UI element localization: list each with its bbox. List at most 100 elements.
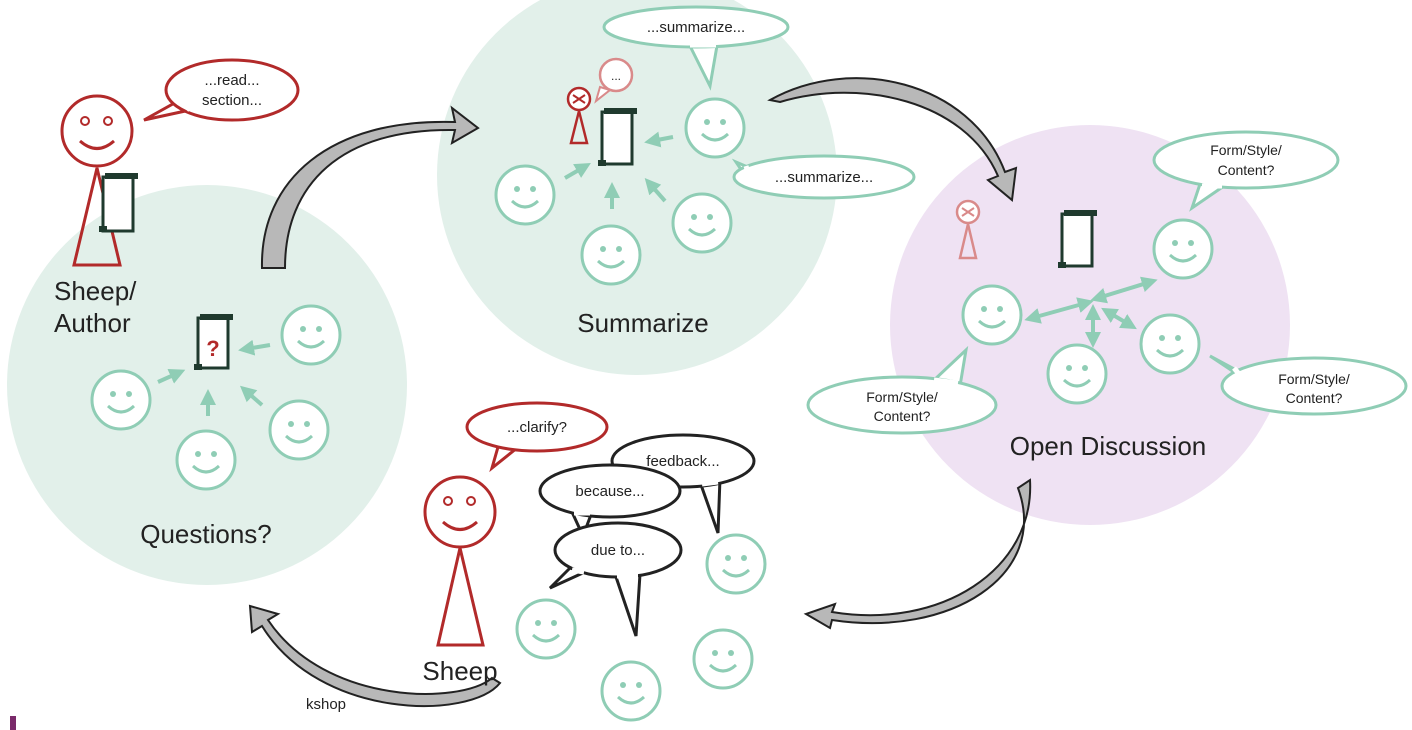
face-smile bbox=[284, 434, 314, 444]
form-left-bubble-text-1: Form/Style/ bbox=[866, 389, 938, 405]
because-bubble bbox=[538, 463, 682, 540]
face-eye bbox=[636, 682, 642, 688]
face-eye bbox=[1159, 335, 1165, 341]
sheep-author-label-2: Author bbox=[54, 308, 131, 338]
question-document-icon bbox=[194, 314, 233, 370]
sheep-label: Sheep bbox=[422, 656, 497, 686]
silenced-bubble bbox=[594, 57, 634, 104]
arrow-summarize-to-discussion bbox=[767, 77, 1018, 202]
muted-author-figure bbox=[566, 86, 592, 145]
summarize-right-bubble-text: ...summarize... bbox=[775, 169, 873, 186]
face-eye bbox=[704, 119, 710, 125]
face-eye bbox=[707, 214, 713, 220]
discussion-arrows bbox=[1024, 276, 1158, 348]
face-smile bbox=[616, 695, 646, 705]
summarize-top-bubble-text: ...summarize... bbox=[647, 19, 745, 36]
because-bubble-text: because... bbox=[575, 483, 644, 500]
face-smile bbox=[106, 404, 136, 414]
face-eye bbox=[616, 246, 622, 252]
clarify-bubble-text: ...clarify? bbox=[507, 419, 567, 436]
summarize-right-bubble bbox=[731, 154, 916, 200]
sheep-author-label-1: Sheep/ bbox=[54, 276, 137, 306]
face-eye bbox=[981, 306, 987, 312]
face-smile bbox=[708, 663, 738, 673]
face-smile bbox=[191, 464, 221, 474]
author-document-icon bbox=[99, 173, 138, 233]
face-smile bbox=[700, 132, 730, 142]
face-smile bbox=[1168, 253, 1198, 263]
form-right-bubble-text-2: Content? bbox=[1286, 390, 1343, 406]
face-smile bbox=[1062, 378, 1092, 388]
face-eye bbox=[126, 391, 132, 397]
face-eye bbox=[600, 246, 606, 252]
form-left-bubble-text-2: Content? bbox=[874, 408, 931, 424]
form-top-bubble-text-1: Form/Style/ bbox=[1210, 142, 1282, 158]
questions-label: Questions? bbox=[140, 519, 272, 549]
arrow-discussion-to-sheep bbox=[803, 478, 1032, 630]
face-eye bbox=[551, 620, 557, 626]
faded-author-figure bbox=[955, 199, 981, 260]
face-smile bbox=[531, 633, 561, 643]
discussion-peer-faces bbox=[961, 218, 1214, 405]
form-right-bubble bbox=[1209, 354, 1408, 416]
feedback-bubble-text: feedback... bbox=[646, 453, 719, 470]
face-eye bbox=[535, 620, 541, 626]
read-bubble-text-2: section... bbox=[202, 92, 262, 109]
face-eye bbox=[725, 555, 731, 561]
face-eye bbox=[195, 451, 201, 457]
footer-accent-bar bbox=[10, 716, 16, 730]
form-left-bubble bbox=[806, 345, 998, 435]
face-eye bbox=[997, 306, 1003, 312]
summarize-zone bbox=[437, 0, 837, 375]
face-eye bbox=[1172, 240, 1178, 246]
face-eye bbox=[728, 650, 734, 656]
face-eye bbox=[514, 186, 520, 192]
due-to-bubble bbox=[548, 521, 683, 637]
face-eye bbox=[1066, 365, 1072, 371]
author-figure bbox=[60, 94, 134, 267]
silenced-bubble-text: ... bbox=[611, 69, 621, 83]
footer-text-fragment: kshop bbox=[306, 696, 346, 713]
summarize-peer-faces bbox=[494, 97, 746, 286]
face-smile bbox=[296, 339, 326, 349]
face-smile bbox=[721, 568, 751, 578]
face-eye bbox=[691, 214, 697, 220]
face-eye bbox=[720, 119, 726, 125]
arrow-sheep-to-questions bbox=[248, 604, 502, 708]
arrow-questions-to-summarize bbox=[260, 105, 480, 269]
face-eye bbox=[304, 421, 310, 427]
questions-peer-faces bbox=[90, 304, 342, 491]
face-smile bbox=[510, 199, 540, 209]
face-eye bbox=[316, 326, 322, 332]
due-to-bubble-text: due to... bbox=[591, 542, 645, 559]
form-top-bubble bbox=[1152, 130, 1340, 212]
feedback-peer-faces bbox=[515, 533, 767, 722]
face-eye bbox=[1082, 365, 1088, 371]
face-eye bbox=[1188, 240, 1194, 246]
open-discussion-label: Open Discussion bbox=[1010, 431, 1207, 461]
read-bubble-text-1: ...read... bbox=[204, 72, 259, 89]
face-eye bbox=[620, 682, 626, 688]
face-features bbox=[106, 119, 1198, 705]
discussion-document-icon bbox=[1058, 210, 1097, 268]
clarify-bubble bbox=[465, 401, 609, 473]
face-eye bbox=[110, 391, 116, 397]
face-eye bbox=[300, 326, 306, 332]
face-smile bbox=[977, 319, 1007, 329]
face-smile bbox=[1155, 348, 1185, 358]
face-eye bbox=[712, 650, 718, 656]
face-eye bbox=[211, 451, 217, 457]
summarize-arrows bbox=[563, 131, 674, 209]
questions-arrows bbox=[157, 339, 271, 416]
sheep-figure bbox=[423, 475, 497, 647]
face-eye bbox=[530, 186, 536, 192]
read-speech-bubble bbox=[143, 58, 300, 122]
question-mark: ? bbox=[206, 336, 219, 361]
summarize-document-icon bbox=[598, 108, 637, 166]
face-smile bbox=[596, 259, 626, 269]
face-eye bbox=[1175, 335, 1181, 341]
form-top-bubble-text-2: Content? bbox=[1218, 162, 1275, 178]
face-eye bbox=[741, 555, 747, 561]
